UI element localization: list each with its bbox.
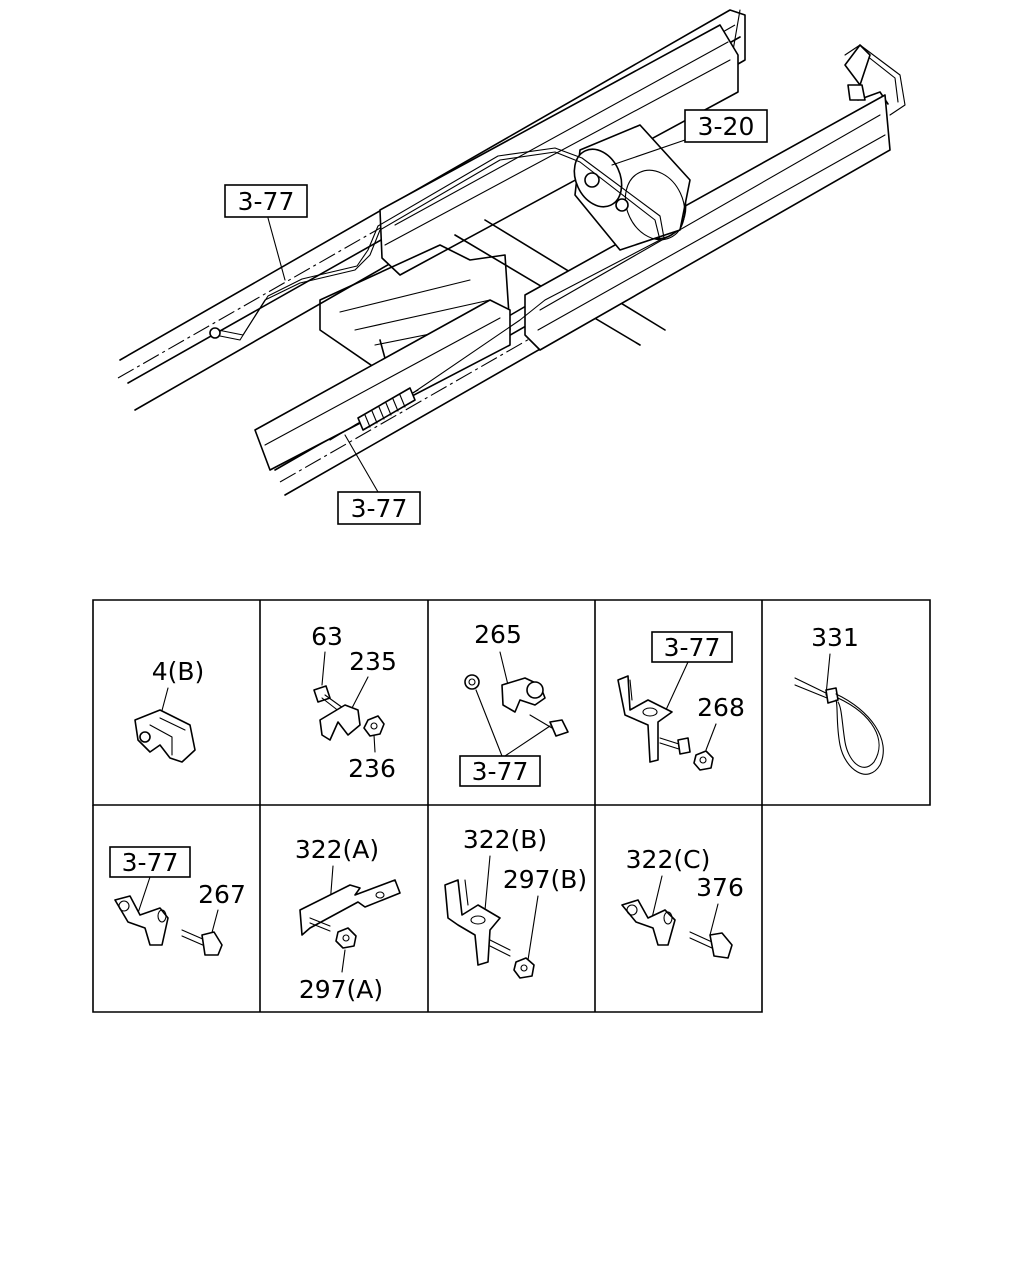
svg-text:63: 63 — [311, 622, 343, 651]
svg-text:265: 265 — [474, 620, 522, 649]
clamp-265 — [501, 677, 546, 713]
nut-297b — [513, 957, 535, 979]
cable-connector — [844, 44, 871, 101]
nut-268 — [693, 750, 714, 771]
nut-236 — [363, 715, 385, 737]
bolt-part — [309, 917, 331, 932]
bracket-part — [621, 899, 676, 946]
callout-3-77-left: 3-77 — [224, 184, 308, 281]
nut-small — [464, 674, 480, 690]
bolt-376 — [689, 931, 733, 959]
svg-text:376: 376 — [696, 873, 744, 902]
air-tank — [573, 124, 691, 251]
cell-63-235-236: 63 235 236 — [311, 622, 397, 783]
clip-part — [134, 709, 196, 763]
svg-text:322(C): 322(C) — [626, 845, 711, 874]
nut-297a — [335, 927, 357, 949]
svg-text:322(B): 322(B) — [463, 825, 547, 854]
bracket-part — [617, 675, 673, 763]
bracket-part — [299, 879, 401, 936]
cell-322c: 322(C) 376 — [621, 845, 744, 959]
svg-text:297(A): 297(A) — [299, 975, 383, 1004]
chassis-assembly-illustration — [117, 9, 906, 496]
svg-text:236: 236 — [348, 754, 396, 783]
svg-text:3-77: 3-77 — [664, 633, 721, 662]
bolt-267 — [181, 929, 223, 956]
cell-322a: 322(A) 297(A) — [295, 835, 401, 1004]
cable-adjuster-coil — [354, 387, 419, 431]
svg-text:3-77: 3-77 — [472, 757, 529, 786]
bracket-part — [114, 895, 169, 946]
callout-3-20: 3-20 — [611, 109, 768, 166]
svg-text:322(A): 322(A) — [295, 835, 379, 864]
parts-table — [92, 599, 931, 1013]
svg-text:297(B): 297(B) — [503, 865, 587, 894]
svg-text:331: 331 — [811, 623, 859, 652]
cell-331: 331 — [794, 623, 884, 775]
cell-4b-clip: 4(B) — [134, 657, 205, 763]
svg-text:268: 268 — [697, 693, 745, 722]
svg-text:3-77: 3-77 — [122, 848, 179, 877]
svg-text:3-77: 3-77 — [238, 187, 295, 216]
bracket-part — [444, 879, 501, 966]
bolt-part — [489, 939, 511, 957]
bolt-small — [529, 714, 569, 737]
svg-text:4(B): 4(B) — [152, 657, 205, 686]
cell-268: 3-77 268 — [617, 631, 745, 771]
svg-text:267: 267 — [198, 880, 246, 909]
cell-267: 3-77 267 — [109, 846, 246, 956]
cell-265: 265 3-77 — [459, 620, 569, 787]
bolt-part — [659, 737, 691, 755]
brake-cable-line — [209, 44, 906, 441]
cable-tie-part — [794, 677, 884, 775]
svg-text:235: 235 — [349, 647, 397, 676]
center-crossmember — [254, 244, 511, 471]
svg-text:3-77: 3-77 — [351, 494, 408, 523]
clamp-235 — [319, 704, 361, 741]
svg-text:3-20: 3-20 — [698, 112, 755, 141]
bolt-63 — [313, 685, 344, 713]
cell-322b: 322(B) 297(B) — [444, 825, 587, 979]
callout-3-77-bottom: 3-77 — [337, 434, 421, 525]
